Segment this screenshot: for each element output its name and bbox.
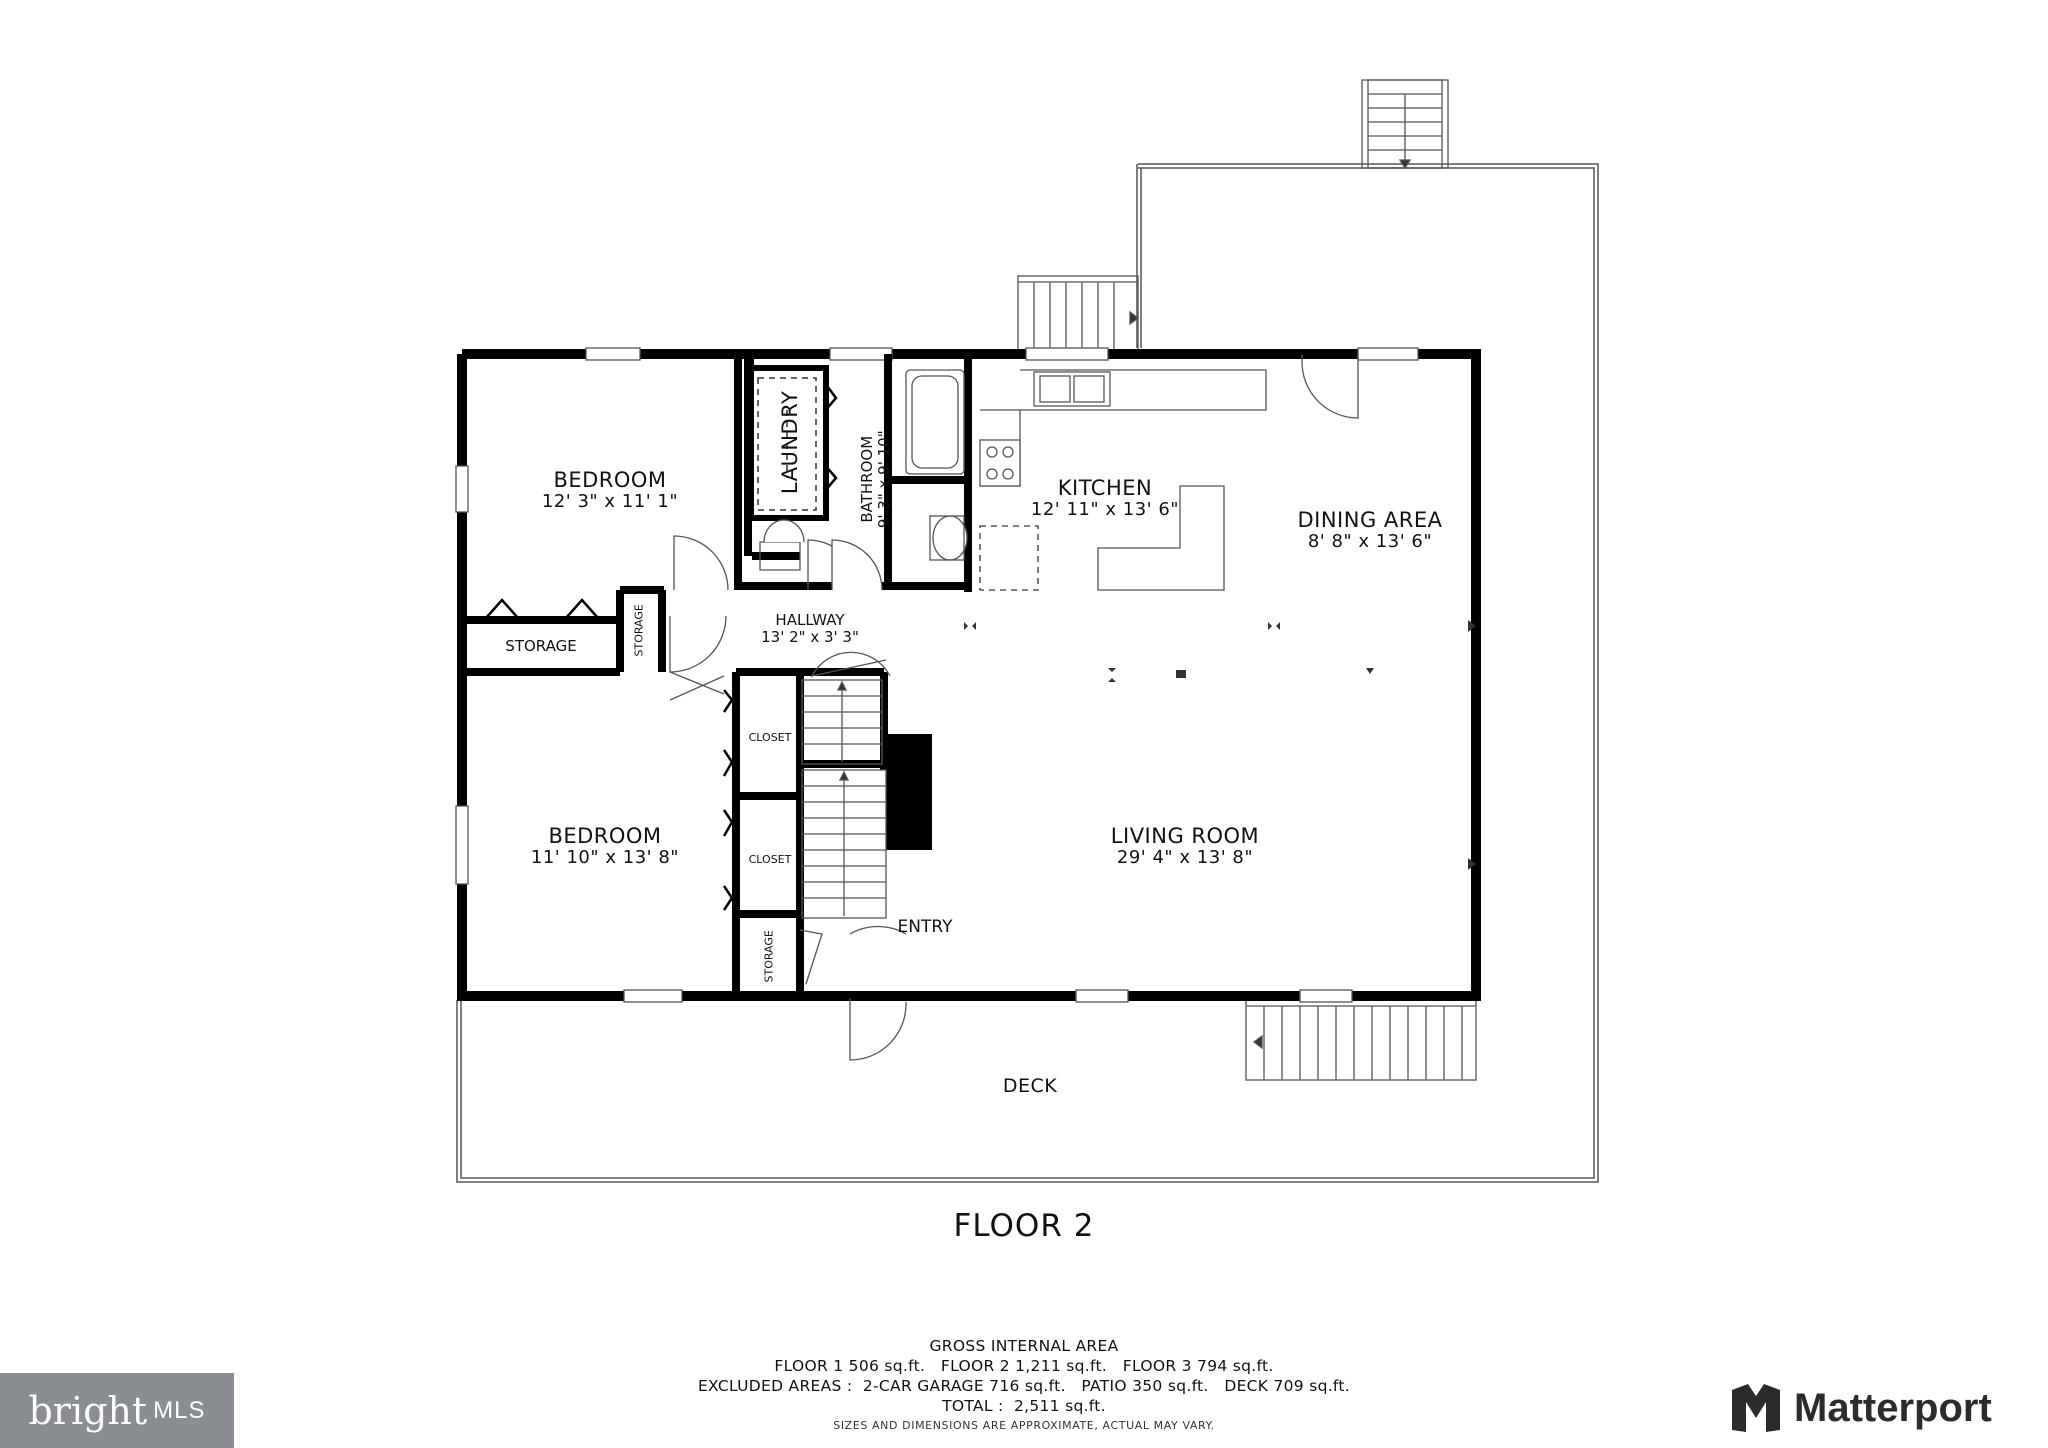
- room-dims: 13' 2" x 3' 3": [761, 628, 859, 647]
- deck-stairs-top: [1361, 79, 1449, 170]
- area-line-total: TOTAL : 2,511 sq.ft.: [942, 1397, 1106, 1415]
- fireplace: [886, 734, 932, 850]
- room-name: STORAGE: [505, 637, 577, 655]
- area-heading: GROSS INTERNAL AREA: [929, 1337, 1119, 1355]
- room-name: DINING AREA: [1297, 508, 1443, 532]
- room-closet-2: CLOSET: [740, 853, 800, 867]
- matterport-icon: [1732, 1384, 1780, 1432]
- windows: [455, 347, 1419, 1003]
- room-name: BEDROOM: [548, 824, 662, 848]
- room-storage-entry: STORAGE: [762, 926, 777, 986]
- room-name: STORAGE: [762, 930, 776, 983]
- room-closet-1: CLOSET: [740, 731, 800, 745]
- doors: [669, 354, 1359, 1061]
- room-laundry: LAUNDRY: [777, 390, 802, 495]
- room-dims: 9' 3" x 9' 10": [875, 430, 893, 529]
- laundry-appliances: [757, 377, 817, 511]
- area-line-floors: FLOOR 1 506 sq.ft. FLOOR 2 1,211 sq.ft. …: [774, 1357, 1274, 1375]
- bright-mls-logo: bright MLS: [0, 1373, 234, 1448]
- room-kitchen: KITCHEN 12' 11" x 13' 6": [1010, 476, 1200, 521]
- room-dims: 8' 8" x 13' 6": [1307, 531, 1433, 553]
- room-name: BATHROOM: [857, 435, 876, 523]
- area-disclaimer: SIZES AND DIMENSIONS ARE APPROXIMATE, AC…: [833, 1419, 1215, 1432]
- bathroom-fixtures: [759, 369, 968, 591]
- room-dining-area: DINING AREA 8' 8" x 13' 6": [1280, 508, 1460, 553]
- floor-title: FLOOR 2: [953, 1208, 1095, 1244]
- room-name: HALLWAY: [775, 611, 845, 629]
- laundry-wall: [747, 365, 829, 521]
- area-summary: GROSS INTERNAL AREA FLOOR 1 506 sq.ft. F…: [0, 1336, 2048, 1436]
- interior-stairs: [801, 679, 887, 919]
- bright-logo-text: bright: [28, 1388, 148, 1433]
- matterport-logo: Matterport: [1730, 1378, 1992, 1438]
- plan-markers: [964, 620, 1476, 870]
- deck-outline: [456, 163, 1599, 1183]
- room-name: LAUNDRY: [777, 390, 802, 495]
- room-name: CLOSET: [748, 731, 792, 744]
- room-deck: DECK: [960, 1075, 1100, 1098]
- exterior-walls: [457, 349, 1481, 1001]
- room-storage-small: STORAGE: [632, 592, 647, 668]
- room-name: CLOSET: [748, 853, 792, 866]
- room-dims: 12' 11" x 13' 6": [1030, 499, 1180, 521]
- room-name: DECK: [1002, 1075, 1058, 1097]
- matterport-wordmark: Matterport: [1794, 1385, 1992, 1430]
- room-bedroom-top: BEDROOM 12' 3" x 11' 1": [520, 468, 700, 513]
- kitchen-fixtures: [979, 369, 1267, 591]
- bright-logo-mls: MLS: [153, 1396, 206, 1424]
- room-dims: 12' 3" x 11' 1": [541, 491, 679, 513]
- room-name: BEDROOM: [553, 468, 667, 492]
- room-name: STORAGE: [632, 604, 646, 657]
- room-name: ENTRY: [897, 917, 953, 937]
- room-name: LIVING ROOM: [1110, 824, 1260, 848]
- room-entry: ENTRY: [880, 917, 970, 938]
- area-line-excluded: EXCLUDED AREAS : 2-CAR GARAGE 716 sq.ft.…: [697, 1377, 1351, 1395]
- room-name: KITCHEN: [1057, 476, 1153, 500]
- deck-stairs-side: [1017, 275, 1140, 357]
- deck-stairs-bottom: [1245, 999, 1477, 1081]
- room-bathroom: BATHROOM 9' 3" x 9' 10": [857, 409, 894, 549]
- room-bedroom-bottom: BEDROOM 11' 10" x 13' 8": [510, 824, 700, 869]
- room-dims: 11' 10" x 13' 8": [530, 847, 680, 869]
- room-living-room: LIVING ROOM 29' 4" x 13' 8": [1090, 824, 1280, 869]
- room-dims: 29' 4" x 13' 8": [1116, 847, 1254, 869]
- closet-bifold: [485, 381, 838, 911]
- room-hallway: HALLWAY 13' 2" x 3' 3": [740, 611, 880, 647]
- room-storage-left: STORAGE: [486, 637, 596, 655]
